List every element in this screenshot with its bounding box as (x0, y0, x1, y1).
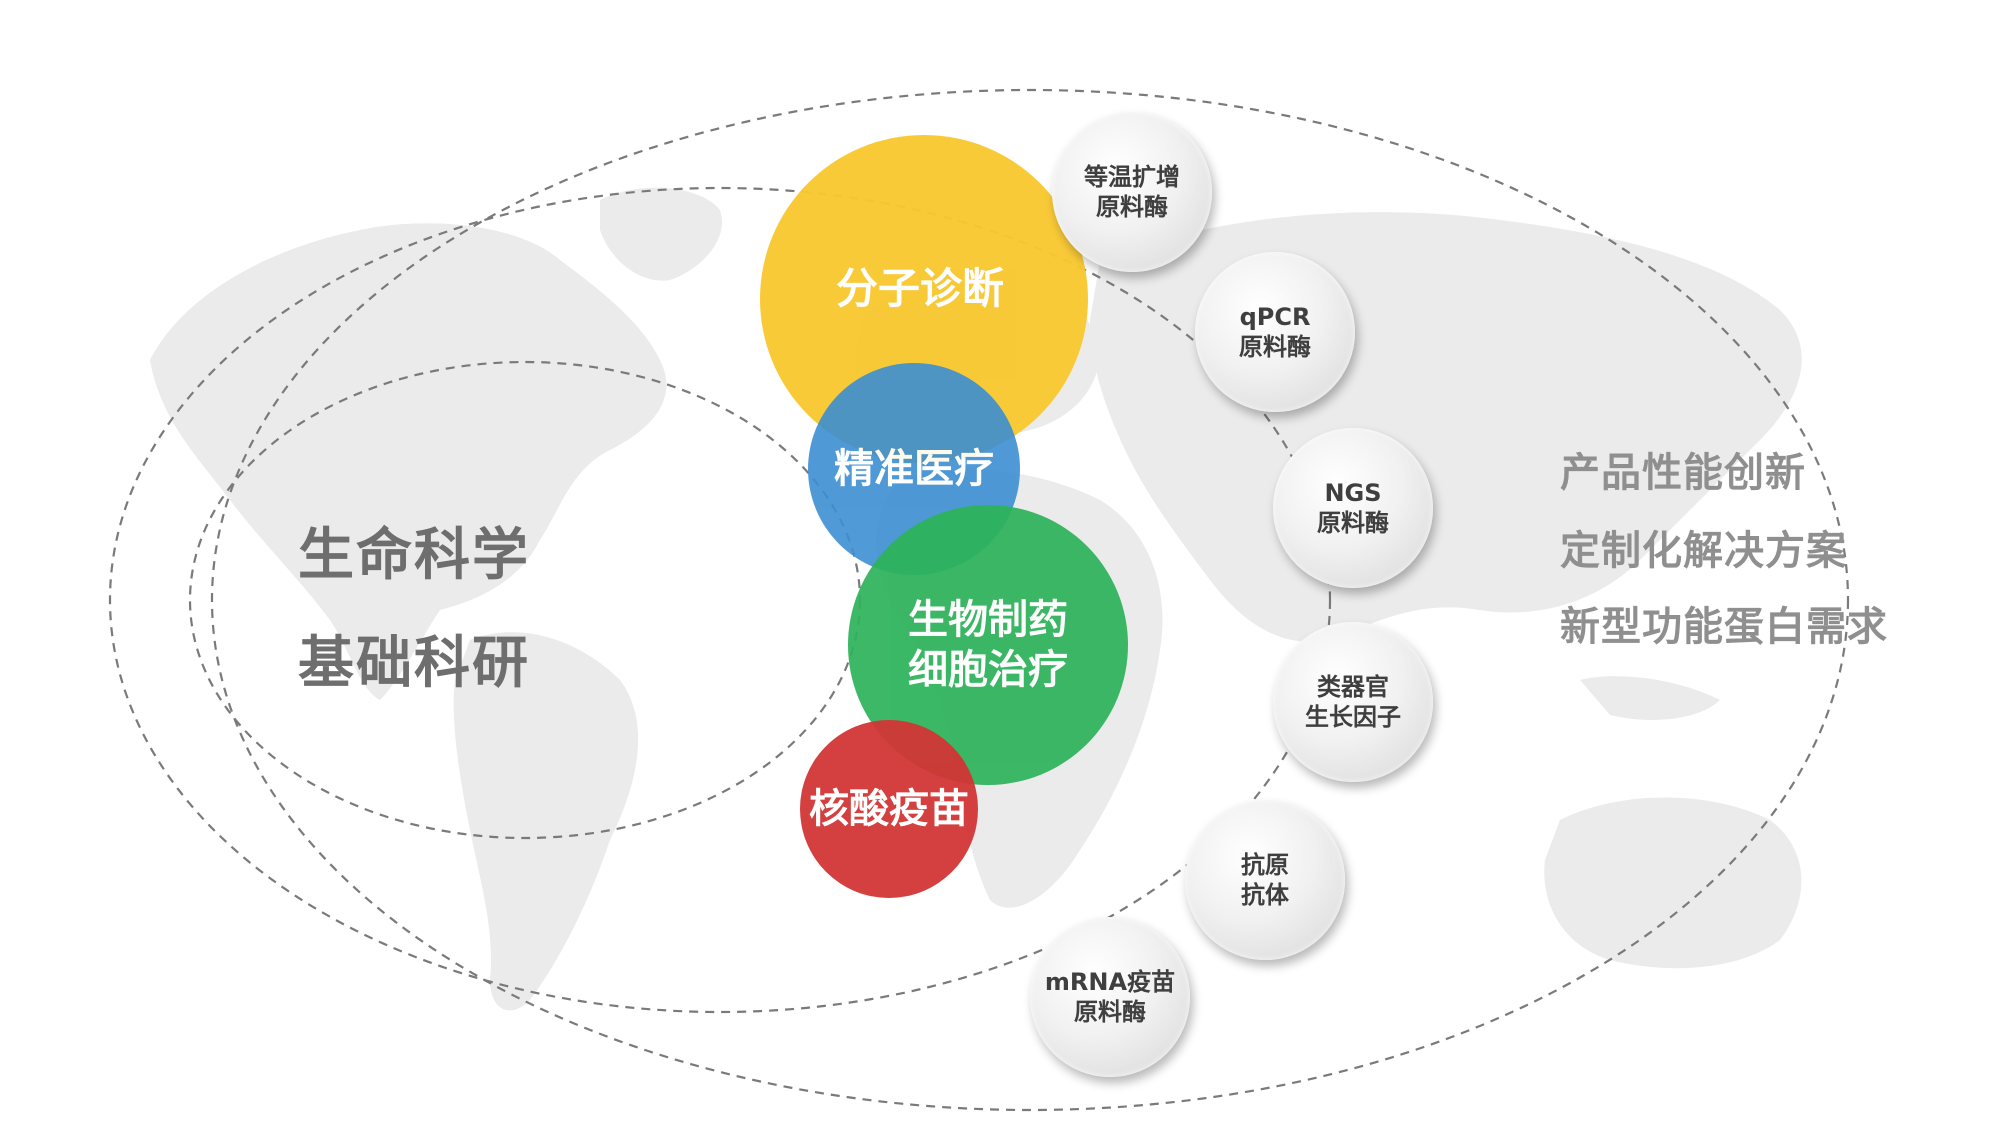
core-circle-label: 精准医疗 (834, 446, 994, 492)
product-circle-isothermal-enzyme: 等温扩增 原料酶 (1052, 112, 1212, 272)
product-circle-antigen-antibody: 抗原 抗体 (1185, 800, 1345, 960)
product-label-line2: 原料酶 (1074, 998, 1146, 1026)
product-label-line2: 抗体 (1241, 881, 1289, 909)
right-label-custom-solutions: 定制化解决方案 (1560, 528, 1847, 574)
core-circle-label: 核酸疫苗 (809, 786, 969, 832)
core-circle-label: 分子诊断 (835, 263, 1004, 313)
product-label-line2: 原料酶 (1096, 193, 1168, 221)
outer-ellipse (210, 88, 1850, 1112)
right-label-novel-protein-demand: 新型功能蛋白需求 (1560, 604, 1888, 650)
product-label-line2: 原料酶 (1239, 333, 1311, 361)
right-label-product-innovation: 产品性能创新 (1560, 450, 1806, 496)
product-circle-ngs-enzyme: NGS 原料酶 (1273, 428, 1433, 588)
left-label-basic-research: 基础科研 (298, 631, 530, 696)
product-label-line2: 原料酶 (1317, 509, 1389, 537)
core-circle-label-line1: 生物制药 (908, 597, 1068, 643)
product-label-line1: mRNA疫苗 (1044, 968, 1176, 996)
middle-ellipse (108, 186, 1332, 1014)
core-circle-nucleic-acid-vaccine: 核酸疫苗 (800, 720, 978, 898)
product-label-line1: NGS (1324, 479, 1382, 507)
left-label-life-science: 生命科学 (298, 523, 530, 588)
product-circle-qpcr-enzyme: qPCR 原料酶 (1195, 252, 1355, 412)
product-label-line2: 生长因子 (1305, 703, 1401, 731)
product-label-line1: 类器官 (1317, 673, 1389, 701)
product-circle-organoid-growth-factor: 类器官 生长因子 (1273, 622, 1433, 782)
product-label-line1: 抗原 (1241, 851, 1289, 879)
product-label-line1: qPCR (1239, 303, 1311, 331)
core-circle-label-line2: 细胞治疗 (908, 647, 1068, 693)
product-circle-mrna-vaccine-enzyme: mRNA疫苗 原料酶 (1030, 917, 1190, 1077)
product-label-line1: 等温扩增 (1084, 163, 1180, 191)
